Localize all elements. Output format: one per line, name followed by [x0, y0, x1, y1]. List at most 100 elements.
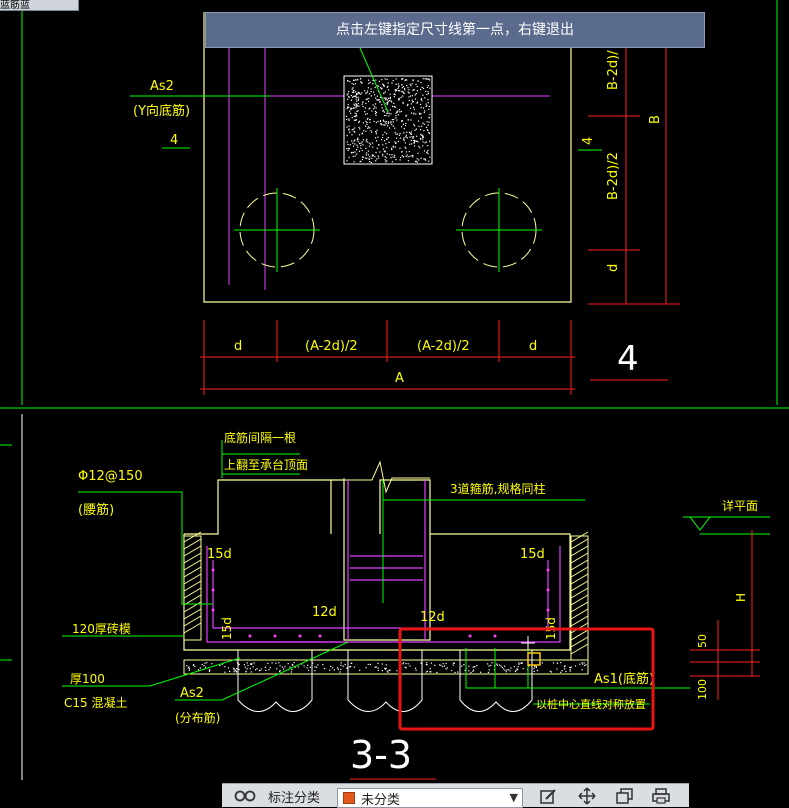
hatch-dot — [392, 156, 394, 158]
hatch-dot — [420, 157, 422, 159]
hatch-dot — [383, 124, 385, 126]
category-color-swatch — [343, 792, 355, 804]
hatch-dot — [528, 665, 530, 667]
hatch-dot — [357, 138, 359, 140]
hatch-dot — [219, 664, 221, 667]
hatch-dot — [337, 668, 339, 670]
hatch-dot — [408, 131, 410, 133]
hatch-dot — [376, 95, 378, 97]
hatch-dot — [427, 78, 429, 80]
hatch-dot — [380, 139, 383, 141]
hatch-dot — [267, 662, 269, 664]
hatch-dot — [428, 121, 430, 123]
hatch-dot — [359, 669, 361, 671]
hatch-dot — [378, 99, 380, 101]
hatch-dot — [209, 669, 211, 671]
hatch-dot — [322, 664, 324, 666]
print-icon[interactable] — [650, 787, 672, 805]
hatch-dot — [517, 669, 519, 671]
hatch-dot — [366, 121, 368, 123]
hatch-dot — [416, 101, 419, 103]
hatch-dot — [585, 664, 587, 666]
move-icon[interactable] — [576, 787, 598, 805]
chevron-down-icon: ▼ — [509, 791, 518, 804]
hatch-dot — [363, 130, 365, 132]
link-icon[interactable] — [232, 787, 258, 805]
hatch-dot — [348, 91, 350, 93]
hatch-dot — [422, 141, 424, 143]
hatch-dot — [365, 147, 367, 149]
hatch-dot — [452, 664, 454, 666]
category-select[interactable]: 未分类 ▼ — [337, 788, 523, 808]
hatch-dot — [414, 129, 416, 131]
hatch-dot — [503, 668, 505, 670]
hatch-dot — [365, 98, 367, 100]
hatch-dot — [426, 662, 428, 664]
hatch-dot — [397, 98, 400, 100]
hatch-dot — [516, 668, 518, 670]
hatch-dot — [507, 669, 510, 671]
selection-box[interactable] — [398, 627, 655, 731]
hatch-dot — [533, 667, 535, 669]
hatch-dot — [208, 670, 210, 673]
hatch-dot — [411, 99, 413, 101]
label-brick: 120厚砖模 — [72, 621, 131, 636]
hatch-dot — [375, 160, 377, 162]
hatch-dot — [386, 99, 388, 101]
hatch-dot — [416, 158, 418, 160]
hatch-dot — [382, 136, 384, 139]
hatch-dot — [396, 90, 398, 92]
hatch-dot — [404, 125, 407, 127]
hatch-dot — [401, 151, 403, 153]
hatch-dot — [429, 87, 431, 89]
hatch-dot — [389, 100, 391, 102]
hatch-line — [570, 538, 589, 550]
hatch-dot — [419, 137, 422, 140]
hatch-dot — [404, 666, 406, 668]
hatch-dot — [391, 161, 393, 163]
hatch-dot — [324, 667, 326, 670]
hatch-dot — [407, 663, 409, 665]
hatch-dot — [393, 154, 396, 156]
hatch-dot — [422, 122, 424, 124]
hatch-dot — [403, 138, 405, 140]
hatch-dot — [394, 127, 396, 129]
hatch-dot — [389, 669, 391, 671]
hatch-dot — [361, 82, 363, 84]
label-c15: C15 混凝土 — [64, 695, 127, 710]
hatch-dot — [439, 664, 441, 666]
hatch-dot — [245, 671, 247, 673]
hatch-dot — [415, 128, 417, 130]
hatch-dot — [383, 84, 385, 86]
hatch-dot — [420, 112, 422, 115]
label-4-left: 4 — [170, 133, 178, 148]
hatch-dot — [402, 123, 404, 125]
hatch-dot — [384, 156, 386, 158]
hatch-dot — [446, 667, 448, 669]
hatch-dot — [366, 157, 368, 159]
hatch-dot — [381, 104, 383, 106]
hatch-dot — [387, 82, 389, 84]
hatch-dot — [506, 669, 508, 671]
edit-icon[interactable] — [538, 787, 560, 805]
hatch-dot — [423, 123, 425, 125]
hatch-dot — [488, 665, 490, 667]
hatch-dot — [372, 155, 374, 157]
hatch-dot — [377, 120, 379, 123]
hatch-dot — [387, 671, 389, 673]
hatch-dot — [428, 117, 430, 119]
hatch-dot — [395, 117, 397, 119]
hatch-dot — [354, 104, 356, 106]
hatch-dot — [256, 668, 258, 670]
hatch-dot — [463, 664, 465, 666]
hatch-line — [183, 531, 202, 543]
hatch-dot — [384, 124, 386, 126]
window-corner-tab[interactable]: 蓝筋蓝 — [0, 0, 79, 11]
hatch-dot — [199, 667, 201, 669]
hatch-dot — [403, 662, 405, 664]
hatch-dot — [356, 110, 358, 112]
hatch-dot — [276, 668, 278, 670]
hatch-dot — [385, 102, 387, 104]
copy-icon[interactable] — [614, 787, 636, 805]
